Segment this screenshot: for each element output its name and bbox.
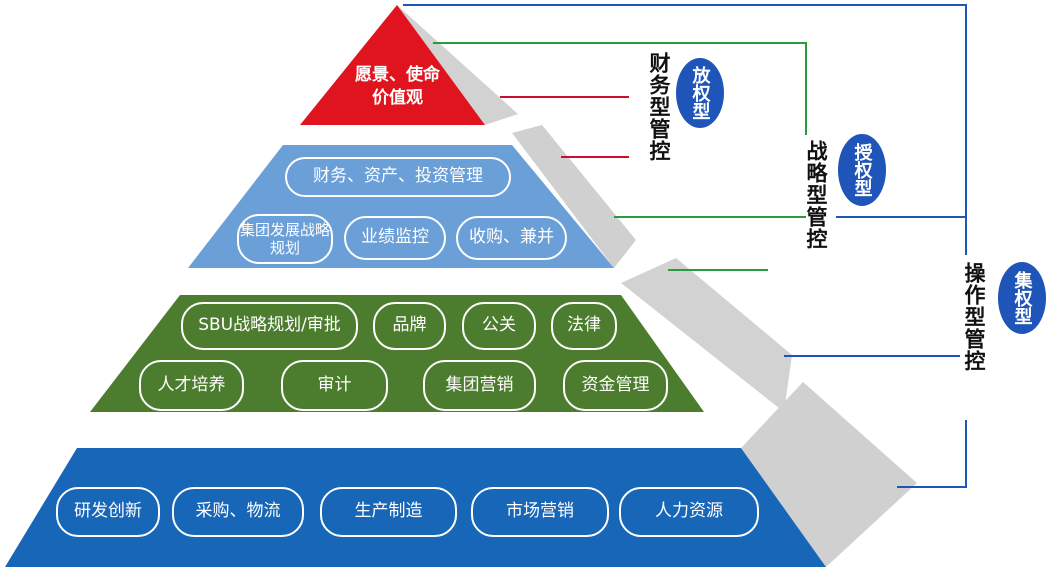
- apex-face: [300, 5, 485, 125]
- apex-vision-text: 愿景、使命 价值观: [310, 64, 485, 110]
- tier4-face: [5, 448, 826, 567]
- operation-bracket-line: [403, 4, 967, 255]
- badge-decentralized: 放权型: [676, 58, 724, 128]
- tier2-pill-performance: 业绩监控: [344, 216, 446, 260]
- tier2-pill-strategy: 集团发展战略规划: [237, 214, 333, 264]
- tier3-pill-legal: 法律: [551, 302, 617, 350]
- tier4-pill-sales: 市场营销: [471, 487, 609, 537]
- apex-line-2: 价值观: [372, 87, 423, 108]
- tier3-pill-sbu: SBU战略规划/审批: [181, 302, 358, 350]
- tier3-pill-pr: 公关: [462, 302, 536, 350]
- strategy-bracket-line: [433, 42, 807, 135]
- control-label-strategy: 战略型管控: [804, 140, 828, 250]
- tier4-pill-hr: 人力资源: [619, 487, 759, 537]
- operation-bracket-line-3: [897, 420, 967, 488]
- tier3-side-face: [621, 258, 792, 412]
- apex-side-face: [397, 5, 518, 125]
- tier4-pill-production: 生产制造: [320, 487, 457, 537]
- tier4-pill-procurement: 采购、物流: [172, 487, 304, 537]
- tier3-pill-marketing: 集团营销: [423, 360, 536, 411]
- tier3-pill-capital: 资金管理: [563, 360, 668, 411]
- control-label-finance: 财务型管控: [647, 52, 671, 162]
- badge-centralized: 集权型: [998, 262, 1046, 334]
- tier2-pill-acquisition: 收购、兼并: [456, 216, 567, 260]
- tier4-pill-rnd: 研发创新: [56, 487, 160, 537]
- tier2-pill-finance: 财务、资产、投资管理: [285, 157, 511, 197]
- tier3-pill-brand: 品牌: [373, 302, 446, 350]
- control-label-operation: 操作型管控: [962, 262, 986, 372]
- tier3-pill-audit: 审计: [281, 360, 388, 411]
- badge-authorized: 授权型: [838, 134, 886, 206]
- apex-line-1: 愿景、使命: [355, 65, 440, 85]
- tier3-pill-talent: 人才培养: [139, 360, 244, 411]
- tier4-side-face: [741, 382, 917, 567]
- tier2-side-face: [512, 125, 636, 268]
